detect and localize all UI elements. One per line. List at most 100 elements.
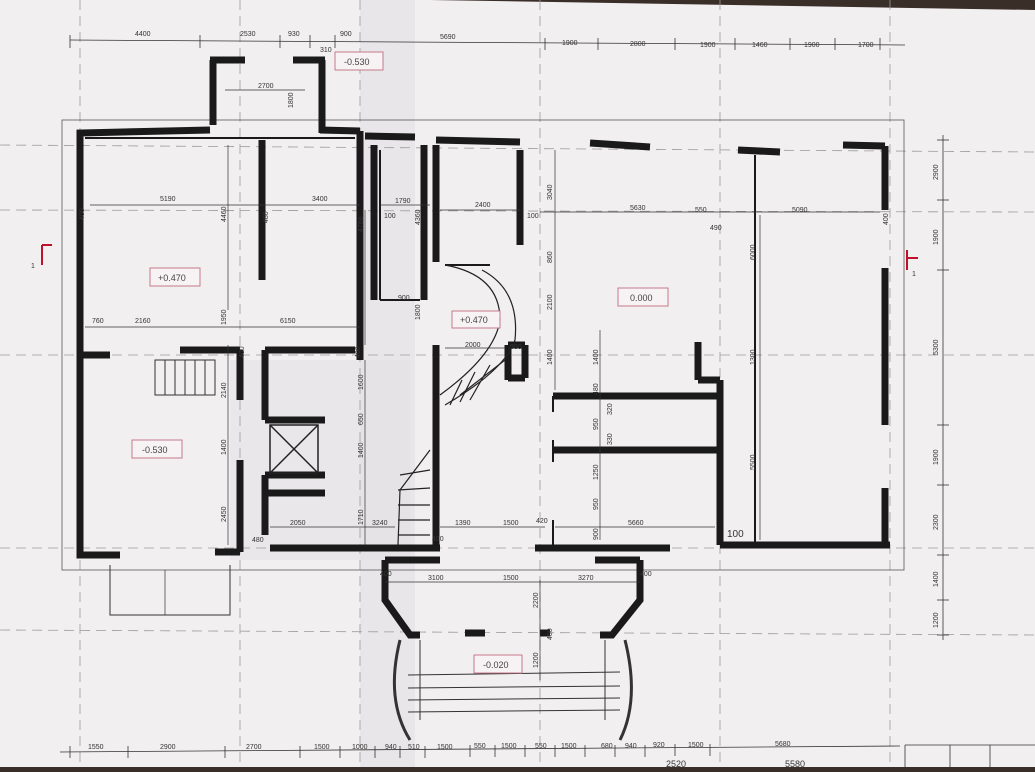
dim-5500: 5500: [750, 454, 757, 470]
dim-right-1400: 1400: [933, 571, 940, 587]
dim-bot-1500b: 1500: [437, 744, 453, 751]
dim-1400: 1400: [221, 439, 228, 455]
interior-dim-lines: [85, 89, 880, 680]
dim-1200: 1200: [533, 652, 540, 668]
dim-400-d: 400: [239, 346, 246, 358]
dim-6150: 6150: [280, 318, 296, 325]
dim-490: 490: [710, 225, 722, 232]
dim-2050: 2050: [290, 520, 306, 527]
dim-400-f: 400: [380, 571, 392, 578]
dim-950: 950: [593, 418, 600, 430]
dim-bot-550a: 550: [474, 743, 486, 750]
dim-bot-680: 680: [601, 743, 613, 750]
dim-100-small: 100: [384, 213, 396, 220]
dim-bot-940a: 940: [385, 744, 397, 751]
dim-bot-510: 510: [408, 744, 420, 751]
dim-330: 330: [607, 433, 614, 445]
dim-100-small-b: 100: [527, 213, 539, 220]
dim-760: 760: [92, 318, 104, 325]
dim-1500: 1500: [503, 520, 519, 527]
level-garage: -0.530: [142, 445, 168, 455]
dim-1300: 1300: [750, 349, 757, 365]
dim-550b: 550: [510, 344, 522, 351]
dim-bot-2900: 2900: [160, 744, 176, 751]
dim-2000: 2000: [465, 342, 481, 349]
level-porch-top: -0.530: [344, 57, 370, 67]
title-block-corner: [904, 744, 1035, 767]
dim-1390: 1390: [455, 520, 471, 527]
dim-400-entry: 400: [547, 628, 554, 640]
dim-top-1900b: 1900: [700, 42, 716, 49]
dim-1500b: 1500: [503, 575, 519, 582]
outer-frame: [61, 119, 905, 571]
section-markers: [41, 244, 918, 270]
thin-walls: [85, 137, 756, 545]
dim-bot-1000: 1000: [352, 744, 368, 751]
dim-950b: 950: [593, 498, 600, 510]
dim-400-left: 400: [79, 208, 86, 220]
dim-400-right: 400: [883, 213, 890, 225]
dim-320: 320: [607, 403, 614, 415]
dim-900: 900: [398, 295, 410, 302]
stair-left: [154, 359, 216, 396]
dim-bot-1500d: 1500: [561, 743, 577, 750]
entrance-steps: [392, 639, 633, 741]
section-mark-left: 1: [31, 263, 35, 270]
dim-480: 480: [252, 537, 264, 544]
dim-420: 420: [536, 518, 548, 525]
paper-shadow: [230, 360, 410, 560]
dim-bot-5680: 5680: [775, 741, 791, 748]
dim-400-g: 400: [640, 571, 652, 578]
dim-top-1900c: 1900: [804, 42, 820, 49]
dim-3100: 3100: [428, 575, 444, 582]
dim-3400: 3400: [312, 196, 328, 203]
dim-bot-1500c: 1500: [501, 743, 517, 750]
level-living-left: +0.470: [158, 273, 186, 283]
dim-top-1460: 1460: [752, 42, 768, 49]
dim-860: 860: [547, 251, 554, 263]
dim-porch-h: 1800: [288, 92, 295, 108]
section-mark-right: 1: [912, 271, 916, 278]
dim-top-5690: 5690: [440, 34, 456, 41]
dim-bot-1500a: 1500: [314, 744, 330, 751]
spiral-stair: [397, 264, 517, 546]
dim-2200: 2200: [533, 592, 540, 608]
dim-bot-550b: 550: [535, 743, 547, 750]
dim-3270: 3270: [578, 575, 594, 582]
dim-right-1900b: 1900: [933, 449, 940, 465]
dim-400-e: 400: [355, 346, 362, 358]
level-great-room: 0.000: [630, 293, 653, 303]
dim-480-c: 480: [263, 211, 270, 223]
entrance-bay: [381, 556, 644, 639]
dim-1600: 1600: [358, 374, 365, 390]
dim-1950: 1950: [221, 309, 228, 325]
dim-top-1700: 1700: [858, 42, 874, 49]
dim-bot-920: 920: [653, 742, 665, 749]
dim-550: 550: [695, 207, 707, 214]
dim-2160: 2160: [135, 318, 151, 325]
dim-top-310: 310: [320, 47, 332, 54]
dim-right-5300: 5300: [933, 339, 940, 355]
dim-1250: 1250: [593, 464, 600, 480]
dim-5630: 5630: [630, 205, 646, 212]
top-dimension-chain: [69, 35, 906, 50]
dim-bot-2520: 2520: [666, 759, 686, 767]
dim-top-2530: 2530: [240, 31, 256, 38]
dim-2100: 2100: [547, 294, 554, 310]
walls: [76, 56, 890, 559]
dim-right-2900: 2900: [933, 164, 940, 180]
dim-400-h: 400: [432, 536, 444, 543]
garage-apron: [109, 565, 231, 616]
right-dimension-chain: [937, 135, 949, 640]
dim-top-1900a: 1900: [562, 40, 578, 47]
dim-bot-1550: 1550: [88, 744, 104, 751]
elevator-shaft: [269, 424, 319, 474]
dim-100: 100: [727, 529, 744, 540]
bottom-dimension-chain: [59, 744, 901, 758]
dim-4360: 4360: [415, 209, 422, 225]
dim-1400d: 1400: [593, 349, 600, 365]
dim-bot-940b: 940: [625, 743, 637, 750]
level-entrance: -0.020: [483, 660, 509, 670]
dim-1790: 1790: [395, 198, 411, 205]
